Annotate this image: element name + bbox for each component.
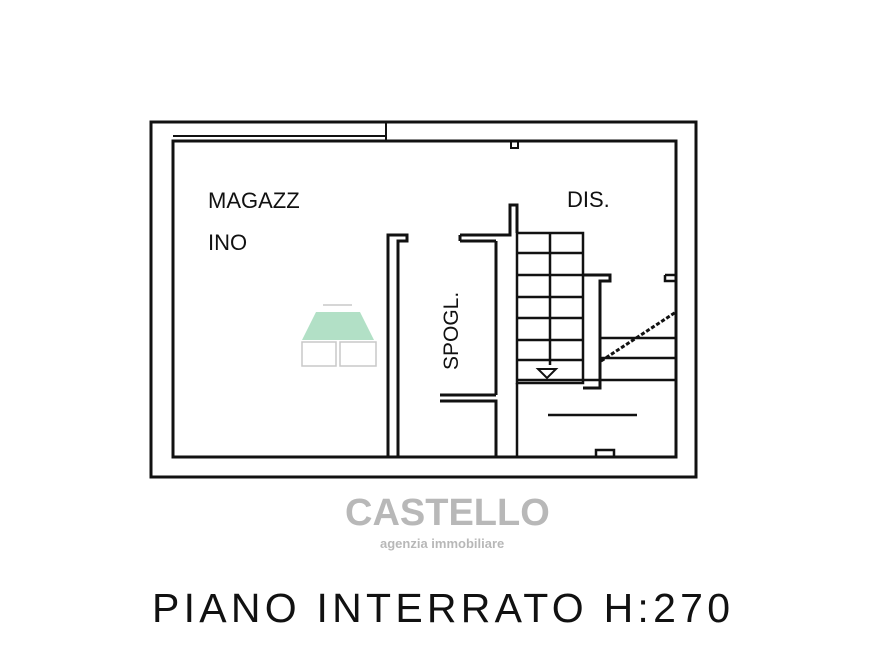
landing-lines	[515, 336, 676, 457]
room-label-spogl: SPOGL.	[440, 292, 463, 370]
partition-wall	[386, 233, 409, 457]
room-label-dis: DIS.	[567, 187, 610, 212]
outer-wall	[149, 120, 698, 479]
watermark-logo	[301, 304, 377, 367]
staircase	[515, 231, 585, 385]
watermark-brand: CASTELLO	[345, 492, 550, 534]
door-mark	[594, 448, 616, 457]
wall-notch	[663, 273, 676, 283]
wall-notch	[510, 141, 519, 149]
partition-wall	[440, 203, 519, 457]
watermark-tagline: agenzia immobiliare	[380, 536, 504, 551]
plan-caption: PIANO INTERRATO H:270	[152, 585, 730, 631]
room-label-magazzino-cont: INO	[208, 230, 247, 255]
inner-wall	[171, 139, 678, 459]
partition-wall	[583, 273, 612, 390]
room-label-magazzino: MAGAZZ	[208, 188, 300, 213]
railing	[600, 310, 677, 363]
